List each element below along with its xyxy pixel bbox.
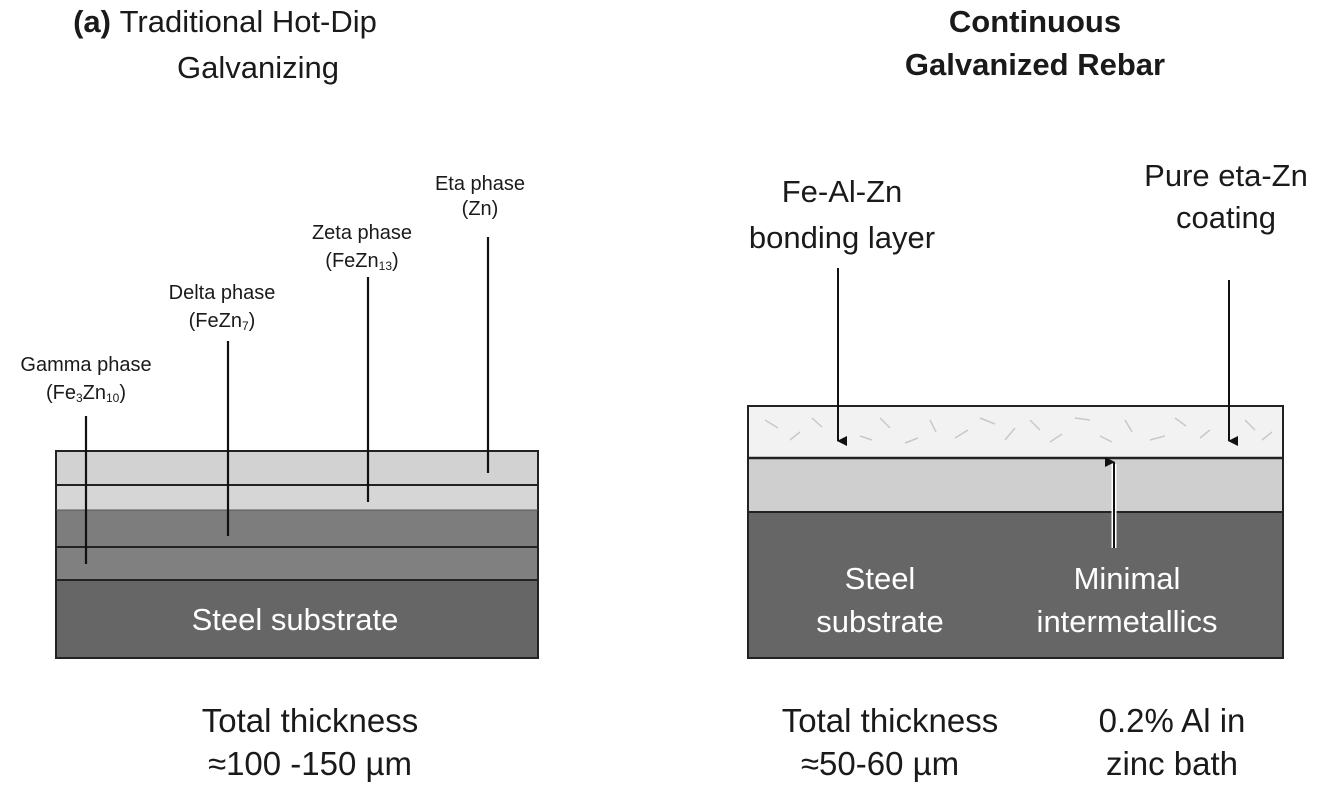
continuous-coating-stack <box>747 268 1284 659</box>
right-title-line1: Continuous <box>948 4 1122 39</box>
right-thickness-line2: ≈50-60 µm <box>800 745 960 782</box>
left-substrate-label: Steel substrate <box>191 602 399 637</box>
delta-phase-label: Delta phase (FeZn7) <box>168 282 276 333</box>
left-title-line2: Galvanizing <box>177 50 339 85</box>
right-substrate-line2: substrate <box>816 604 944 639</box>
bonding-label-line2: bonding layer <box>748 220 936 255</box>
zeta-layer <box>56 485 538 510</box>
right-thickness-line1: Total thickness <box>781 702 999 739</box>
leader-lines <box>84 237 490 564</box>
gamma-phase-label: Gamma phase (Fe3Zn10) <box>20 354 152 405</box>
al-bath-line2: zinc bath <box>1105 745 1239 782</box>
traditional-coating-stack <box>55 237 539 659</box>
zeta-phase-label: Zeta phase (FeZn13) <box>311 222 413 273</box>
left-title-line1: (a) Traditional Hot-Dip <box>73 6 377 37</box>
right-title-line2: Galvanized Rebar <box>904 47 1166 82</box>
pure-eta-zn-coating-layer <box>748 406 1283 458</box>
coating-texture <box>764 417 1273 444</box>
eta-phase-name: Eta phase <box>434 173 526 195</box>
delta-phase-formula: (FeZn7) <box>188 310 256 333</box>
steel-substrate-layer-right <box>748 512 1283 658</box>
delta-phase-name: Delta phase <box>168 282 276 304</box>
eta-layer <box>56 451 538 485</box>
steel-substrate-layer <box>56 580 538 658</box>
intermetallics-line2: intermetallics <box>1036 604 1218 639</box>
eta-phase-label: Eta phase (Zn) <box>435 174 525 219</box>
left-thickness-line2: ≈100 -150 µm <box>207 745 413 782</box>
intermetallics-line1: Minimal <box>1073 561 1181 596</box>
gamma-phase-name: Gamma phase <box>20 354 152 376</box>
panel-label: (a) <box>73 4 111 39</box>
al-bath-line1: 0.2% Al in <box>1098 702 1246 739</box>
gamma-layer <box>56 547 538 580</box>
gamma-phase-formula: (Fe3Zn10) <box>45 382 127 405</box>
zeta-phase-formula: (FeZn13) <box>325 250 399 273</box>
left-thickness-line1: Total thickness <box>201 702 419 739</box>
right-substrate-line1: Steel <box>844 561 916 596</box>
coating-label-line2: coating <box>1176 200 1276 235</box>
delta-layer <box>56 510 538 547</box>
bonding-layer <box>748 458 1283 512</box>
bonding-label-line1: Fe-Al-Zn <box>781 174 903 209</box>
zeta-phase-name: Zeta phase <box>311 222 413 244</box>
eta-phase-formula: (Zn) <box>461 198 499 220</box>
coating-label-line1: Pure eta-Zn <box>1144 158 1308 193</box>
left-title-text: Traditional Hot-Dip <box>119 4 377 39</box>
